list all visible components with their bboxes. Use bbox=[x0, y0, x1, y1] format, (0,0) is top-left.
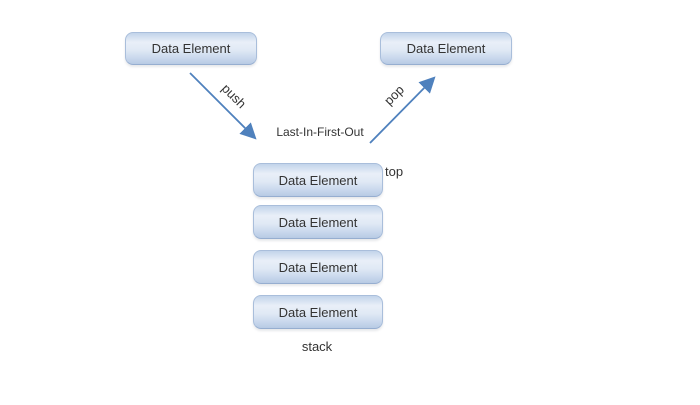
output-data-element-box: Data Element bbox=[380, 32, 512, 65]
input-data-element-box: Data Element bbox=[125, 32, 257, 65]
pop-arrow-label: pop bbox=[381, 82, 407, 108]
stack-item: Data Element bbox=[253, 205, 383, 239]
stack-caption: stack bbox=[301, 339, 333, 354]
push-arrow-label: push bbox=[218, 80, 250, 112]
stack-item: Data Element bbox=[253, 250, 383, 284]
lifo-caption: Last-In-First-Out bbox=[276, 125, 364, 139]
top-pointer-label: top bbox=[385, 164, 404, 179]
stack-item: Data Element bbox=[253, 295, 383, 329]
stack-item: Data Element bbox=[253, 163, 383, 197]
